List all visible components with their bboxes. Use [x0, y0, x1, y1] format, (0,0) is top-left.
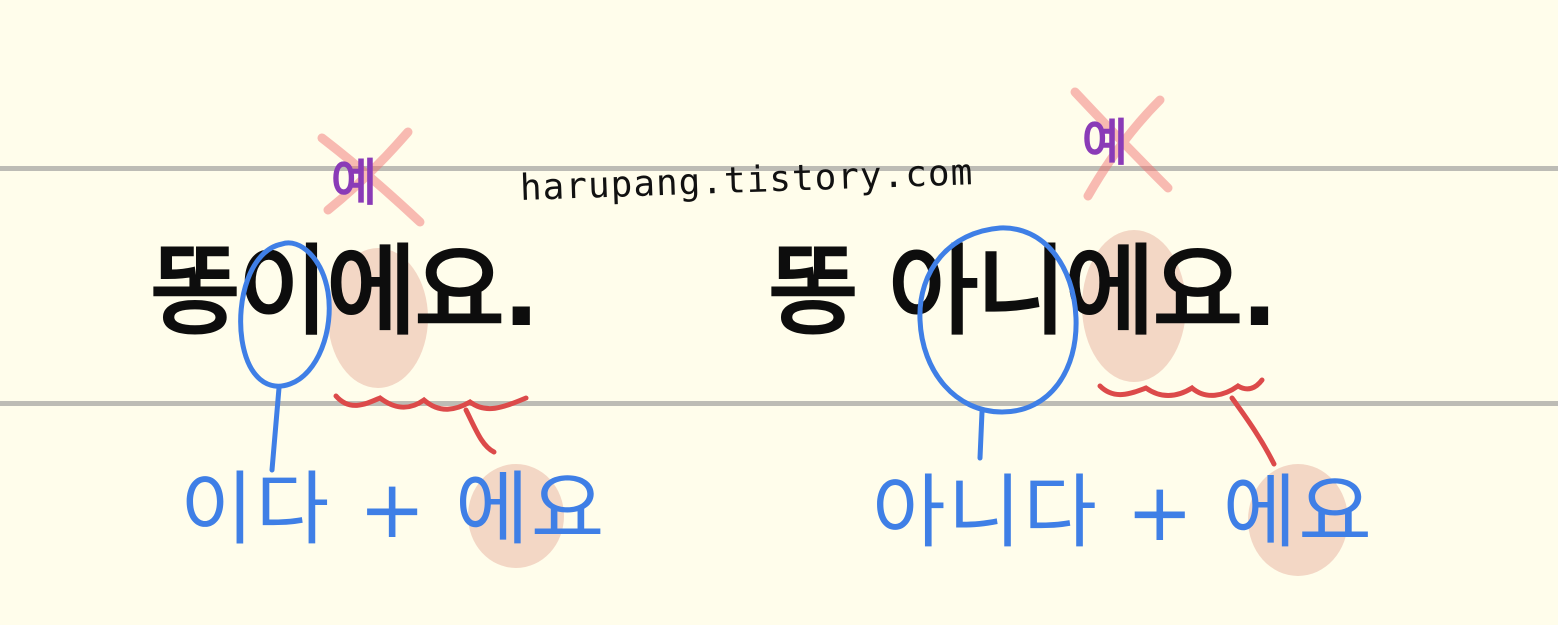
wavy-underline-right	[1097, 377, 1265, 398]
wrong-form-right: 예	[1082, 114, 1128, 172]
breakdown-right: 아니다 + 에요	[872, 466, 1374, 559]
wrong-form-left: 예	[331, 154, 377, 212]
ruled-line-bottom	[0, 401, 1558, 406]
red-connector-left	[463, 407, 497, 455]
connector-line-right	[977, 409, 985, 461]
sentence-right: 똥 아니에요.	[768, 235, 1278, 349]
red-connector-right	[1229, 395, 1277, 467]
ruled-line-top	[0, 166, 1558, 171]
watermark: harupang.tistory.com	[519, 152, 974, 209]
breakdown-left: 이다 + 에요	[180, 463, 607, 556]
sentence-left: 똥이에요.	[150, 235, 540, 349]
